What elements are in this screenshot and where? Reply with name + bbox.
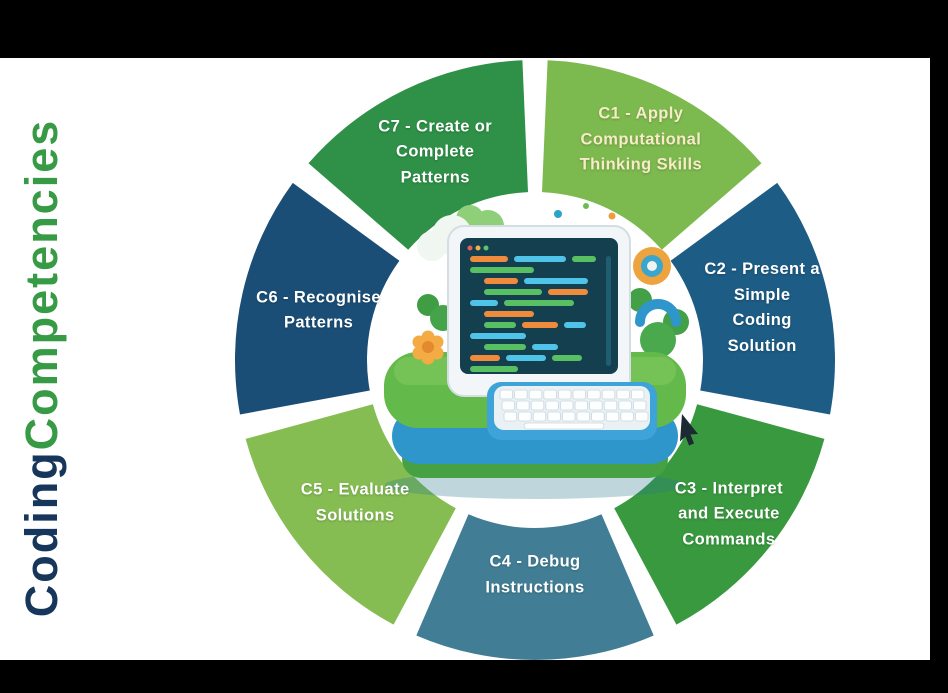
- letterbox-right: [930, 0, 948, 693]
- pipe-icon: [635, 299, 681, 327]
- keyboard-keys: [499, 389, 649, 430]
- scrollbar: [606, 256, 611, 366]
- segment-c3-wedge: [614, 404, 825, 625]
- sparkle-dot-icon: [554, 210, 562, 218]
- segment-c1-wedge: [542, 60, 762, 250]
- title-coding: Coding: [16, 450, 67, 618]
- code-lines: [470, 256, 596, 372]
- segment-c7-wedge: [308, 60, 528, 250]
- title-competencies: Competencies: [16, 118, 67, 451]
- segment-c4-wedge: [416, 514, 654, 660]
- spacebar-key: [523, 422, 605, 430]
- sparkle-dot-icon: [608, 212, 616, 220]
- wheel-segments: [234, 60, 836, 660]
- sparkle-dot-icon: [583, 203, 589, 209]
- cursor-icon: [680, 414, 698, 446]
- flower-icon: [412, 330, 444, 365]
- computer-illustration: [384, 203, 698, 499]
- gear-donut-icon: [633, 247, 671, 285]
- segment-c5-wedge: [245, 404, 456, 625]
- letterbox-bottom: [0, 660, 948, 693]
- segment-c6-wedge: [234, 182, 400, 415]
- segment-c2-wedge: [670, 182, 836, 415]
- keyboard: [487, 382, 657, 440]
- monitor: [447, 225, 631, 418]
- letterbox-top: [0, 0, 948, 58]
